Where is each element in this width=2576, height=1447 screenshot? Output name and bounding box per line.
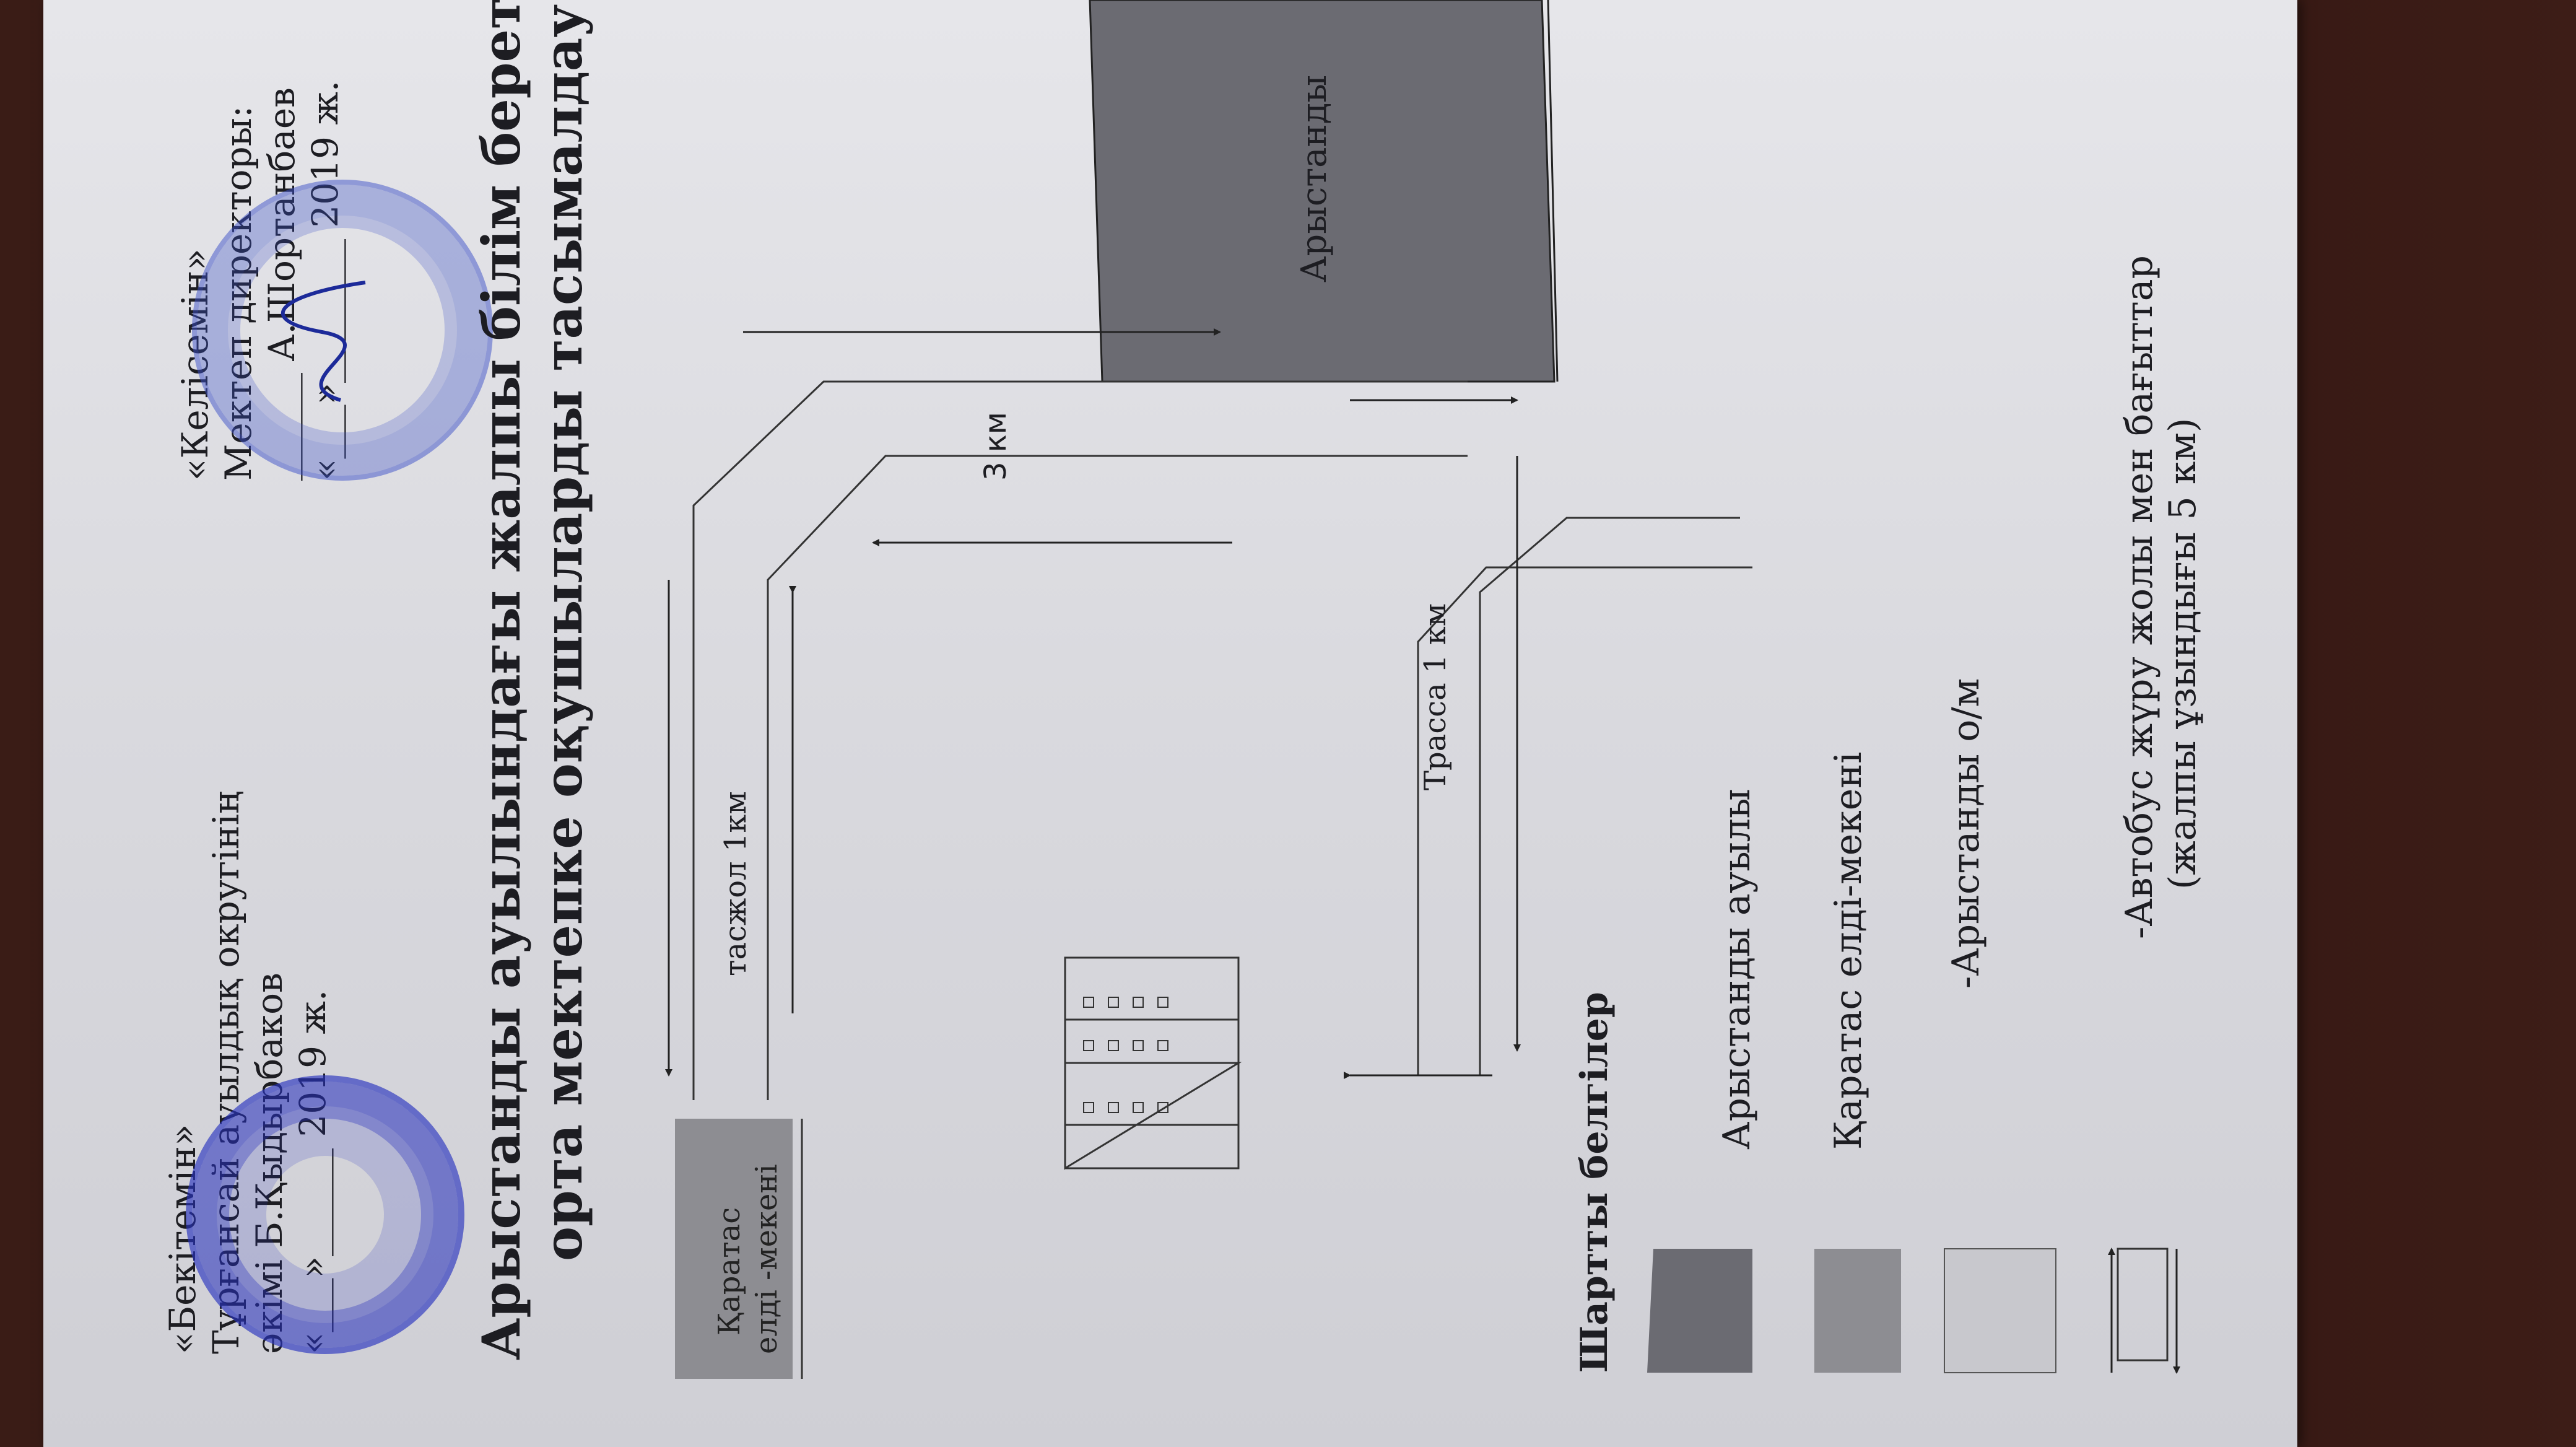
karatas-label-2: елді -мекені <box>749 1164 784 1354</box>
paper-sheet: «Бекітемін» Тұрғансай ауылдық округінің … <box>43 0 2297 1447</box>
legend-icon-school <box>1944 1248 2056 1373</box>
road-3km <box>1479 517 1740 1075</box>
legend-item-route-length: (жалпы ұзындығы 5 км) <box>2161 417 2204 890</box>
legend-heading: Шартты белгілер <box>1573 992 1616 1373</box>
signature-scribble <box>281 281 366 402</box>
legend-item-karatas: Қаратас елді-мекені <box>1827 751 1870 1150</box>
road-inner <box>767 455 1468 1100</box>
document-rotated: «Бекітемін» Тұрғансай ауылдық округінің … <box>43 0 2297 1447</box>
karatas-label-1: Қаратас <box>712 1207 747 1336</box>
legend-item-school: -Арыстанды о/м <box>1944 678 1988 989</box>
legend-item-route: -Автобус жүру жолы мен бағыттар <box>2118 255 2161 939</box>
karatas-block <box>675 1119 793 1379</box>
legend-icon-arystandy <box>1647 1249 1752 1373</box>
school-building <box>1064 956 1242 1170</box>
road-highway-label: Трасса 1 км <box>1418 603 1453 790</box>
legend-icon-route <box>2117 1248 2169 1362</box>
route-diagram <box>665 0 2180 1379</box>
legend-icon-karatas <box>1814 1249 1901 1373</box>
arystandy-label: Арыстанды <box>1294 75 1334 282</box>
school-windows <box>1083 997 1168 1113</box>
road-outer <box>692 380 1468 1100</box>
legend-item-arystandy: Арыстанды ауылы <box>1715 789 1759 1150</box>
road-dirt-label: тасжол 1км <box>718 791 753 976</box>
road-3km-inner <box>1417 566 1752 1075</box>
road-3km-label: 3 км <box>978 412 1013 481</box>
